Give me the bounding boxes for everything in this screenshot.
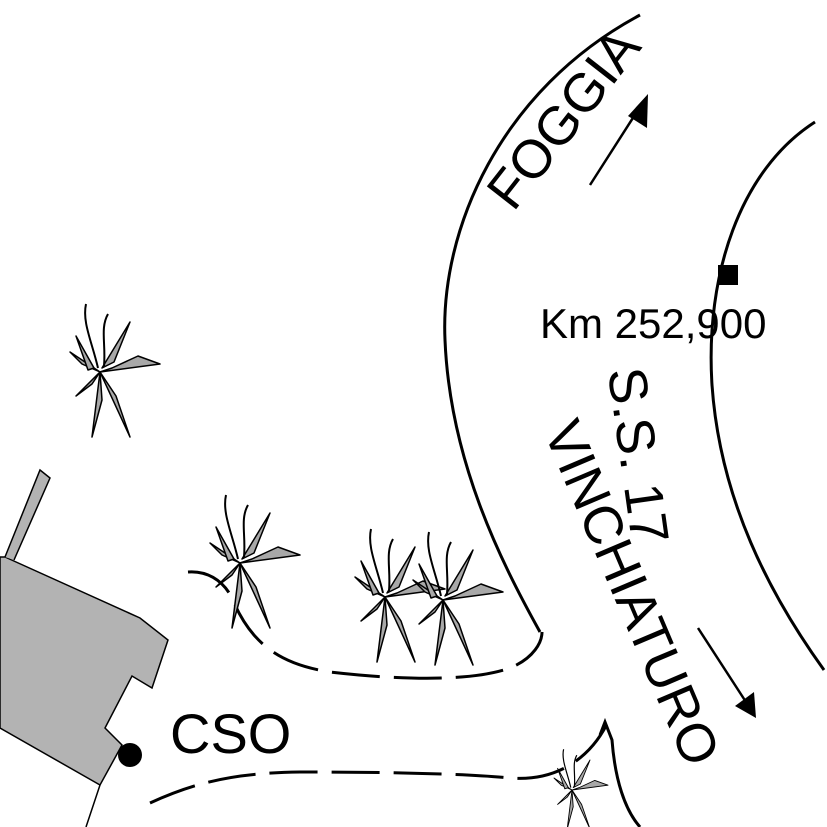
arrow-icon (696, 627, 756, 718)
building (0, 556, 169, 787)
km-marker-icon (718, 265, 738, 285)
cso-point-icon (118, 743, 142, 767)
building-wall (4, 468, 51, 561)
ground-line (85, 784, 101, 827)
side-road-south-edge (149, 721, 610, 805)
plant-icon (209, 494, 301, 629)
road-edge-east (709, 120, 826, 671)
side-road-curb (598, 717, 642, 827)
label-cso: CSO (170, 702, 291, 765)
plant-icon (69, 303, 161, 438)
plant-icon (412, 531, 504, 666)
label-foggia: FOGGIA (476, 18, 653, 220)
plant-icon (553, 748, 609, 827)
label-km: Km 252,900 (540, 300, 767, 347)
arrow-icon (588, 94, 648, 186)
road-edge-west (443, 13, 641, 633)
